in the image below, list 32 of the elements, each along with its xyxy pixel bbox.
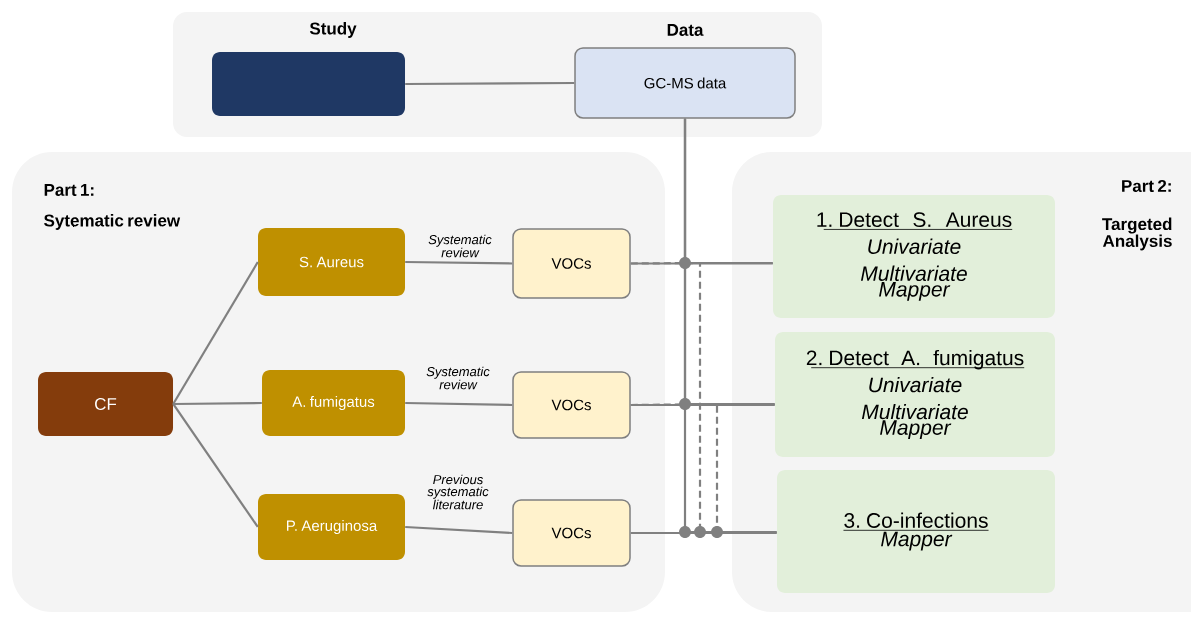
box <box>212 52 405 116</box>
process-box: S. Aureus <box>258 228 405 296</box>
connector-line <box>405 260 513 265</box>
connector-line <box>405 525 513 535</box>
connector-line <box>683 118 777 534</box>
process-box: VOCs <box>512 499 631 567</box>
connector-line <box>173 401 262 406</box>
connector-line <box>172 403 259 528</box>
process-box: VOCs <box>512 371 631 439</box>
process-box: CF <box>38 372 173 436</box>
connector-line <box>630 531 777 535</box>
process-box: VOCs <box>512 228 631 299</box>
analysis-box: 3. Co-infections Mapper <box>777 470 1055 593</box>
connector-line <box>172 261 259 405</box>
edge-label: Systematic review <box>417 365 499 391</box>
connector-line <box>405 81 575 86</box>
panel-heading: Data <box>667 24 704 36</box>
panel-heading: Sytematic review <box>44 214 181 230</box>
process-box: GC-MS data <box>574 47 796 119</box>
dashed-connector <box>630 402 777 534</box>
process-box: P. Aeruginosa <box>258 494 405 560</box>
analysis-box: 1. Detect S. Aureus Univariate Multivariate Mapper <box>773 195 1055 318</box>
panel-heading: Targeted Analysis <box>1102 217 1172 251</box>
panel-heading: Part 1: <box>44 184 94 196</box>
process-box: A. fumigatus <box>262 370 405 436</box>
edge-label: Systematic review <box>419 233 501 259</box>
analysis-box: 2. Detect A. fumigatus Univariate Multivariate Mapper <box>775 332 1055 457</box>
dashed-connector <box>630 261 777 534</box>
connector-line <box>405 401 513 407</box>
panel-heading: Study <box>309 22 357 38</box>
panel-heading: Part 2: <box>1122 180 1171 192</box>
edge-label: Previous systematic literature <box>417 473 499 511</box>
